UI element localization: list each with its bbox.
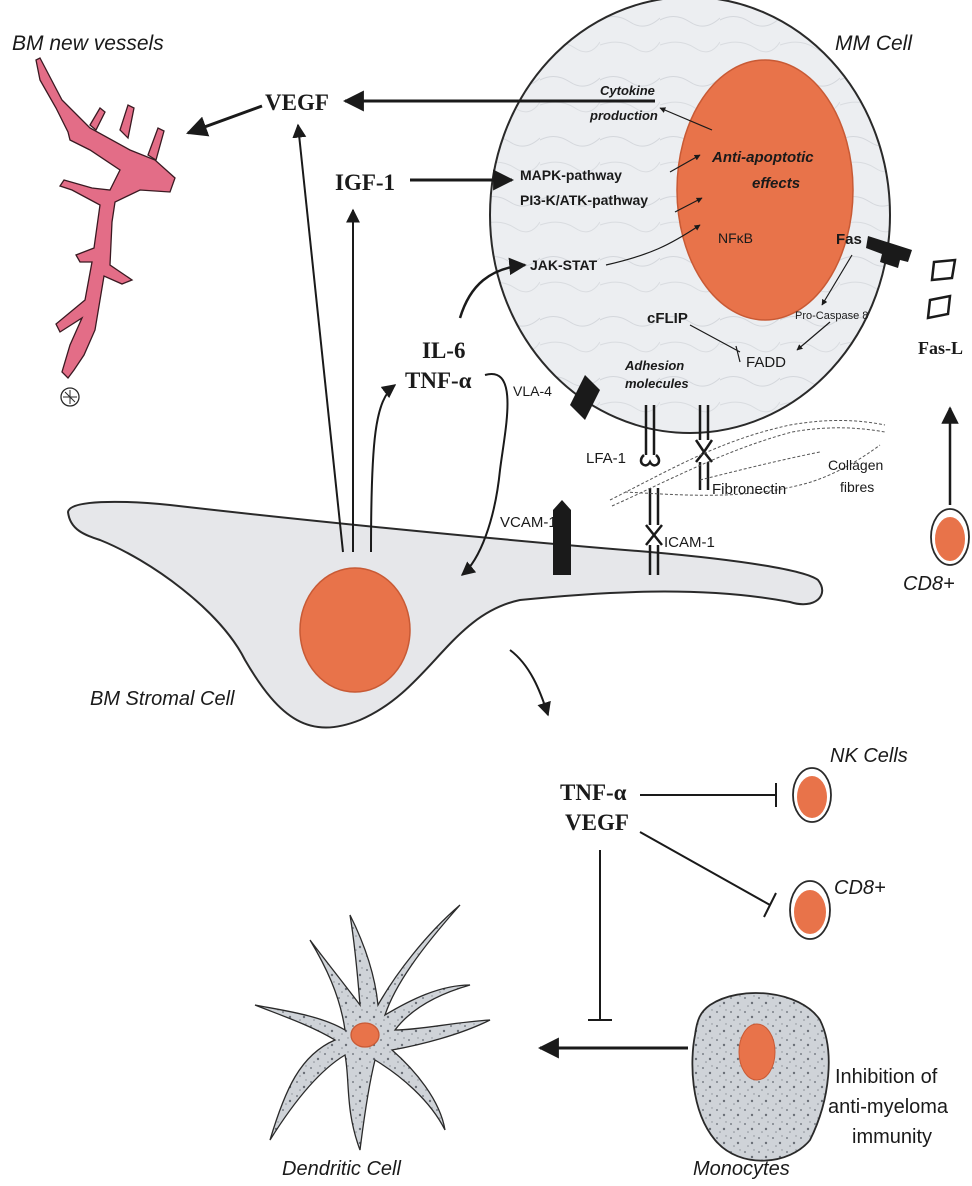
nk-cell <box>793 768 831 822</box>
label-dendritic-cell: Dendritic Cell <box>282 1158 401 1180</box>
label-fibronectin: Fibronectin <box>712 481 786 498</box>
inhibit-nk-cells <box>640 783 776 807</box>
label-cytokine: Cytokine <box>600 83 655 98</box>
label-tnfa-top: TNF-α <box>405 368 472 393</box>
label-vcam: VCAM-1 <box>500 514 557 531</box>
monocyte-illustration <box>692 993 828 1161</box>
label-adhesion: Adhesion <box>624 358 684 373</box>
label-il6: IL-6 <box>422 338 465 363</box>
label-monocytes: Monocytes <box>693 1158 790 1180</box>
label-lfa1: LFA-1 <box>586 450 626 467</box>
label-icam: ICAM-1 <box>664 534 715 551</box>
arrow-vegf-to-vessels <box>188 106 262 133</box>
label-effects: effects <box>752 175 800 192</box>
dendritic-cell-illustration <box>255 905 490 1150</box>
label-molecules: molecules <box>625 376 689 391</box>
label-bm-stromal-cell: BM Stromal Cell <box>90 688 235 710</box>
label-inhibition: Inhibition of <box>835 1066 938 1088</box>
label-vegf-top: VEGF <box>265 90 329 115</box>
fas-ligand-icon <box>928 260 955 318</box>
label-igf1: IGF-1 <box>335 170 395 195</box>
dendritic-cell-nucleus <box>351 1023 379 1047</box>
label-cd8-bottom: CD8+ <box>834 877 886 899</box>
mm-cell <box>490 0 890 433</box>
label-pro-caspase: Pro-Caspase 8 <box>795 310 868 322</box>
inhibit-dendritic <box>588 850 612 1020</box>
label-fadd: FADD <box>746 354 786 371</box>
label-fibres: fibres <box>840 479 874 495</box>
inhibit-cd8 <box>640 832 776 917</box>
cd8-cell-top <box>931 509 969 565</box>
arrow-stroma-to-tnfa-vegf <box>510 650 548 715</box>
label-nk-cells: NK Cells <box>830 745 908 767</box>
label-vla4: VLA-4 <box>513 383 552 399</box>
label-cflip: cFLIP <box>647 310 688 327</box>
stromal-cell-nucleus <box>300 568 410 692</box>
monocyte-nucleus <box>739 1024 775 1080</box>
label-cd8-top: CD8+ <box>903 573 955 595</box>
label-mapk: MAPK-pathway <box>520 167 622 183</box>
bm-new-vessels-illustration <box>36 58 175 406</box>
cd8-cell-bottom <box>790 881 830 939</box>
label-production: production <box>589 108 658 123</box>
label-bm-new-vessels: BM new vessels <box>12 32 164 55</box>
label-anti-apoptotic: Anti-apoptotic <box>711 149 814 166</box>
label-anti-myeloma: anti-myeloma <box>828 1096 949 1118</box>
label-collagen: Collagen <box>828 457 883 473</box>
label-pi3k: PI3-K/ATK-pathway <box>520 192 648 208</box>
label-fas-l: Fas-L <box>918 338 963 358</box>
label-nfkb: NFκB <box>718 230 753 246</box>
label-vegf-bottom: VEGF <box>565 810 629 835</box>
label-mm-cell: MM Cell <box>835 32 913 55</box>
label-immunity: immunity <box>852 1126 932 1148</box>
label-jak-stat: JAK-STAT <box>530 257 598 273</box>
label-fas: Fas <box>836 231 862 248</box>
vcam-receptor <box>553 500 571 575</box>
label-tnfa-bottom: TNF-α <box>560 780 627 805</box>
